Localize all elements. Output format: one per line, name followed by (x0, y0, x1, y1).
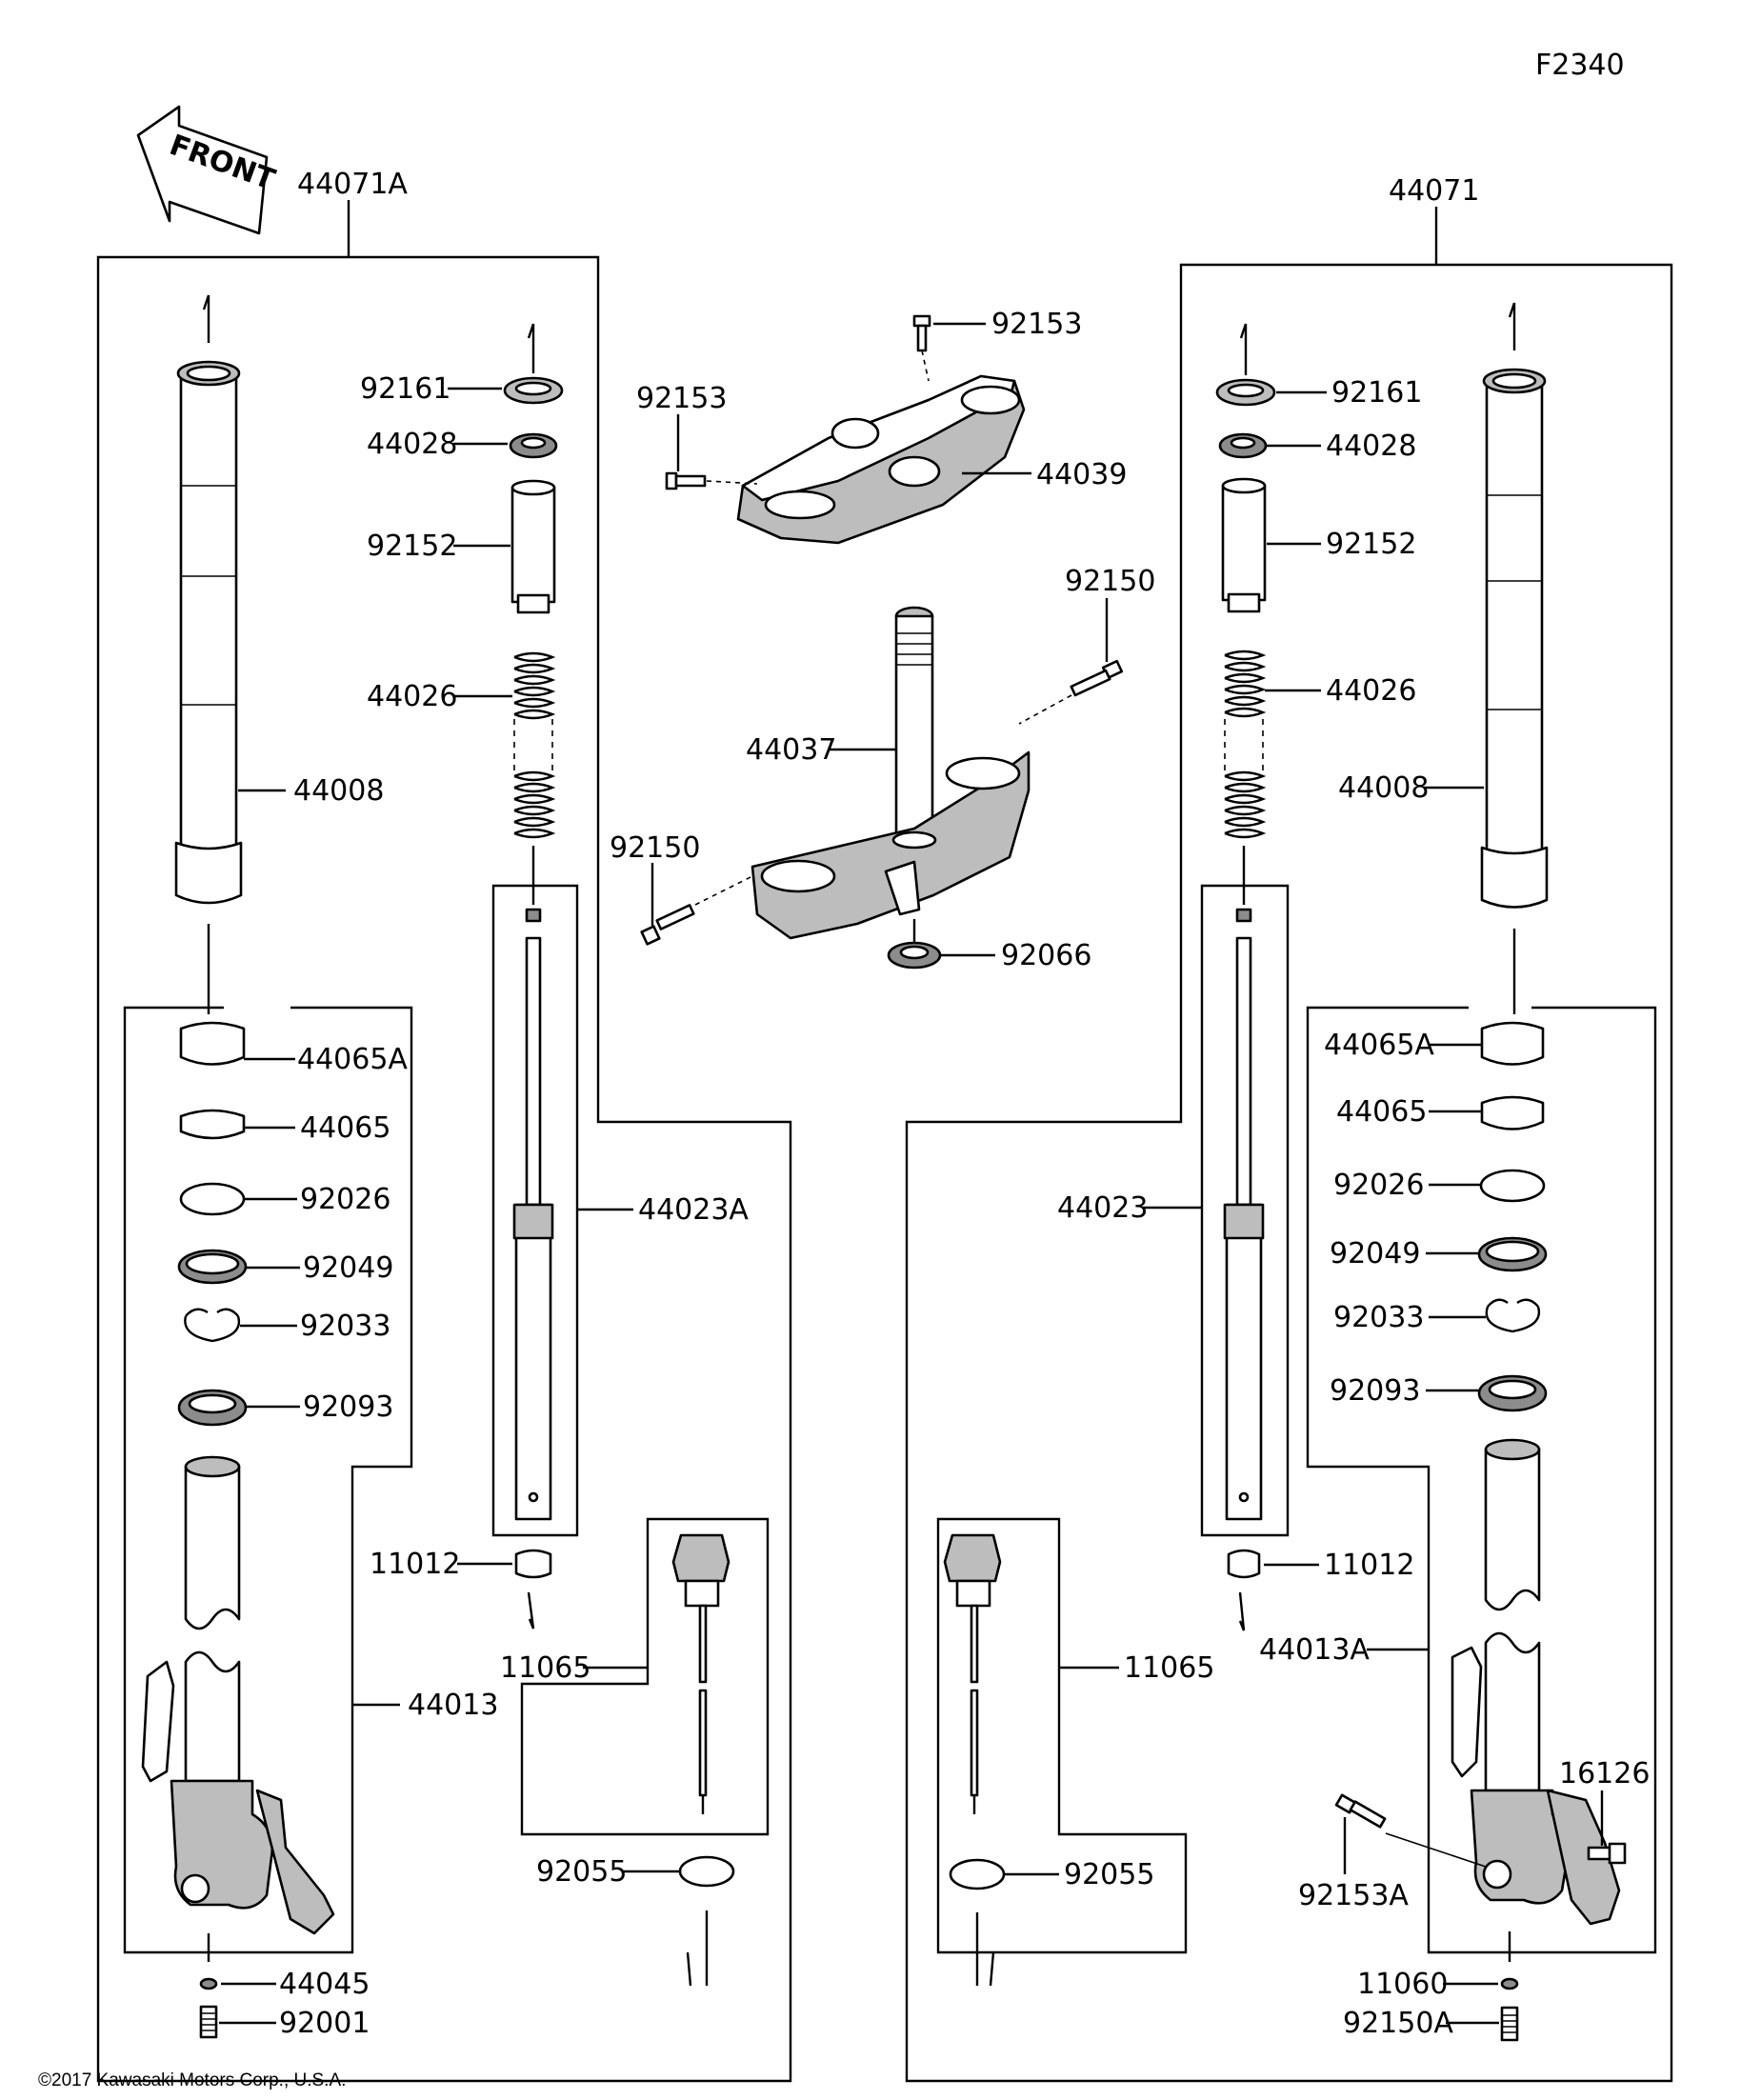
label-44028-left: 44028 (367, 428, 457, 461)
label-16126: 16126 (1559, 1757, 1650, 1790)
part-92033-left (184, 1308, 241, 1343)
label-92049-left: 92049 (303, 1251, 393, 1285)
label-92153A: 92153A (1298, 1879, 1409, 1912)
part-44008-right (1480, 302, 1549, 1014)
label-92161-left: 92161 (360, 372, 450, 406)
part-92152-left (510, 486, 556, 604)
label-11065-right: 11065 (1124, 1651, 1214, 1685)
label-44065A-right: 44065A (1324, 1029, 1434, 1062)
part-44013A (1451, 1438, 1621, 1926)
label-92093-left: 92093 (303, 1390, 393, 1424)
label-11060: 11060 (1357, 1968, 1448, 2001)
label-92055-left: 92055 (536, 1855, 627, 1889)
part-92001-left (199, 2005, 218, 2039)
part-44037 (750, 606, 1031, 940)
label-44045-left: 44045 (279, 1968, 370, 2001)
label-44065-right: 44065 (1336, 1095, 1427, 1129)
part-92033-right (1485, 1298, 1541, 1333)
label-44039: 44039 (1036, 458, 1127, 491)
part-92055-left (678, 1855, 735, 1888)
label-92055-right: 92055 (1064, 1858, 1154, 1891)
part-92055-right (949, 1858, 1006, 1890)
part-92150-left (640, 875, 753, 946)
label-44008-left: 44008 (293, 774, 384, 808)
part-44065-right (1480, 1095, 1545, 1130)
copyright: ©2017 Kawasaki Motors Corp., U.S.A. (38, 2070, 346, 2090)
label-92033-left: 92033 (300, 1310, 390, 1343)
part-92026-left (179, 1182, 246, 1216)
part-44065A-right (1480, 1021, 1545, 1066)
part-92153-side (665, 471, 758, 490)
front-direction-arrow: FRONT (136, 105, 280, 235)
label-44026-right: 44026 (1326, 674, 1416, 708)
part-92152-right (1221, 484, 1267, 602)
part-44023 (1223, 908, 1265, 1521)
label-44023: 44023 (1057, 1191, 1148, 1225)
label-44013A: 44013A (1259, 1633, 1370, 1667)
part-44065-left (179, 1109, 246, 1140)
label-92152-right: 92152 (1326, 528, 1416, 561)
part-11012-right (1227, 1549, 1261, 1579)
label-92161-right: 92161 (1331, 376, 1422, 410)
part-11012-left (514, 1549, 552, 1579)
label-44065A-left: 44065A (297, 1043, 408, 1076)
label-44065-left: 44065 (300, 1111, 390, 1145)
label-92150-lower: 92150 (610, 831, 700, 865)
label-44037: 44037 (746, 733, 836, 767)
label-92153-side: 92153 (636, 382, 727, 415)
part-11060 (1500, 1977, 1519, 1990)
label-92066: 92066 (1001, 939, 1091, 972)
left-assembly-frame (96, 255, 792, 2083)
label-44026-left: 44026 (367, 680, 457, 713)
label-11012-right: 11012 (1324, 1549, 1414, 1582)
label-44023A: 44023A (638, 1193, 749, 1227)
label-92033-right: 92033 (1333, 1301, 1424, 1334)
label-44028-right: 44028 (1326, 430, 1416, 463)
part-92153A (1334, 1793, 1487, 1868)
part-92026-right (1479, 1169, 1546, 1203)
part-92153-top (912, 314, 931, 382)
label-92093-right: 92093 (1330, 1374, 1420, 1408)
label-92150-upper: 92150 (1065, 565, 1155, 598)
part-44039 (736, 374, 1026, 545)
part-16126 (1587, 1842, 1627, 1865)
label-92001-left: 92001 (279, 2007, 370, 2040)
part-92150A (1500, 2006, 1519, 2042)
part-44026-right (1224, 650, 1267, 905)
part-44023A (512, 908, 554, 1521)
label-92152-left: 92152 (367, 530, 457, 563)
label-11065-left: 11065 (500, 1651, 590, 1685)
part-44008-left (174, 294, 243, 1014)
right-assembly-frame (905, 263, 1673, 2083)
label-11012-left: 11012 (370, 1548, 460, 1581)
part-44065A-left (179, 1021, 246, 1066)
label-92049-right: 92049 (1330, 1237, 1420, 1270)
label-44071: 44071 (1389, 174, 1479, 208)
part-11065-left (671, 1533, 730, 1814)
label-92026-left: 92026 (300, 1183, 390, 1216)
part-44013-left (141, 1455, 335, 1935)
label-44008-right: 44008 (1338, 771, 1429, 805)
diagram-id: F2340 (1535, 49, 1625, 82)
label-44071A: 44071A (297, 168, 408, 201)
part-92150-right (1018, 659, 1124, 725)
part-11065-right (943, 1533, 1002, 1814)
label-44013-left: 44013 (408, 1689, 498, 1722)
label-92153-top: 92153 (991, 308, 1082, 341)
part-44045-left (199, 1977, 218, 1990)
part-44026-left (513, 651, 556, 905)
label-92026-right: 92026 (1333, 1169, 1424, 1202)
label-92150A: 92150A (1343, 2007, 1453, 2040)
